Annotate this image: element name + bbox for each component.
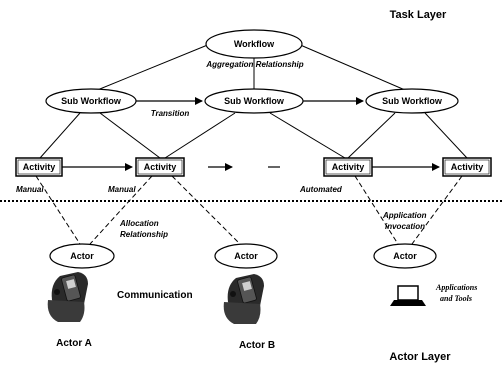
sub-workflow-label-3: Sub Workflow <box>382 96 443 106</box>
workflow-node: Workflow <box>205 29 303 59</box>
aggregation-edge-1 <box>89 43 211 94</box>
sub-workflow-label-2: Sub Workflow <box>224 96 285 106</box>
actor-node-1: Actor <box>49 243 115 269</box>
transition-label: Transition <box>151 109 190 118</box>
decomposition-edges <box>39 112 468 159</box>
person-icon-b <box>223 274 264 324</box>
laptop-icon <box>390 285 426 306</box>
actor-node-3: Actor <box>373 243 437 269</box>
activity-label-1: Activity <box>23 162 56 172</box>
actor-a-name: Actor A <box>56 338 92 349</box>
sub-workflow-label-1: Sub Workflow <box>61 96 122 106</box>
invocation-label-line1: Application <box>382 211 427 220</box>
activity-node-4: Activity <box>442 157 492 177</box>
activity-type-label-1: Manual <box>16 185 44 194</box>
allocation-label-line2: Relationship <box>120 230 168 239</box>
actor-layer-title: Actor Layer <box>389 351 451 363</box>
communication-label: Communication <box>117 290 193 301</box>
actor-node-2: Actor <box>214 243 278 269</box>
activity-label-2: Activity <box>144 162 177 172</box>
allocation-label-line1: Allocation <box>119 219 159 228</box>
actor-label-1: Actor <box>70 251 94 261</box>
activity-node-2: Activity <box>135 157 185 177</box>
allocation-edges <box>35 175 463 245</box>
aggregation-edges <box>89 43 413 94</box>
person-icon-a <box>47 272 88 322</box>
actor-label-2: Actor <box>234 251 258 261</box>
sub-workflow-node-3: Sub Workflow <box>365 88 459 114</box>
task-layer-title: Task Layer <box>390 9 447 21</box>
activity-type-label-3: Automated <box>299 185 343 194</box>
workflow-label: Workflow <box>234 39 275 49</box>
aggregation-relationship-label: Aggregation Relationship <box>205 60 303 69</box>
actor-b-name: Actor B <box>239 340 275 351</box>
activity-type-label-2: Manual <box>108 185 136 194</box>
sub-workflow-node-1: Sub Workflow <box>45 88 137 114</box>
activity-node-1: Activity <box>15 157 63 177</box>
aggregation-edge-3 <box>297 43 413 94</box>
tools-label-line2: and Tools <box>440 294 472 303</box>
activity-node-3: Activity <box>323 157 373 177</box>
actor-label-3: Actor <box>393 251 417 261</box>
invocation-label-line2: invocation <box>385 222 425 231</box>
sub-workflow-node-2: Sub Workflow <box>204 88 304 114</box>
activity-label-3: Activity <box>332 162 365 172</box>
tools-label-line1: Applications <box>435 283 477 292</box>
activity-label-4: Activity <box>451 162 484 172</box>
